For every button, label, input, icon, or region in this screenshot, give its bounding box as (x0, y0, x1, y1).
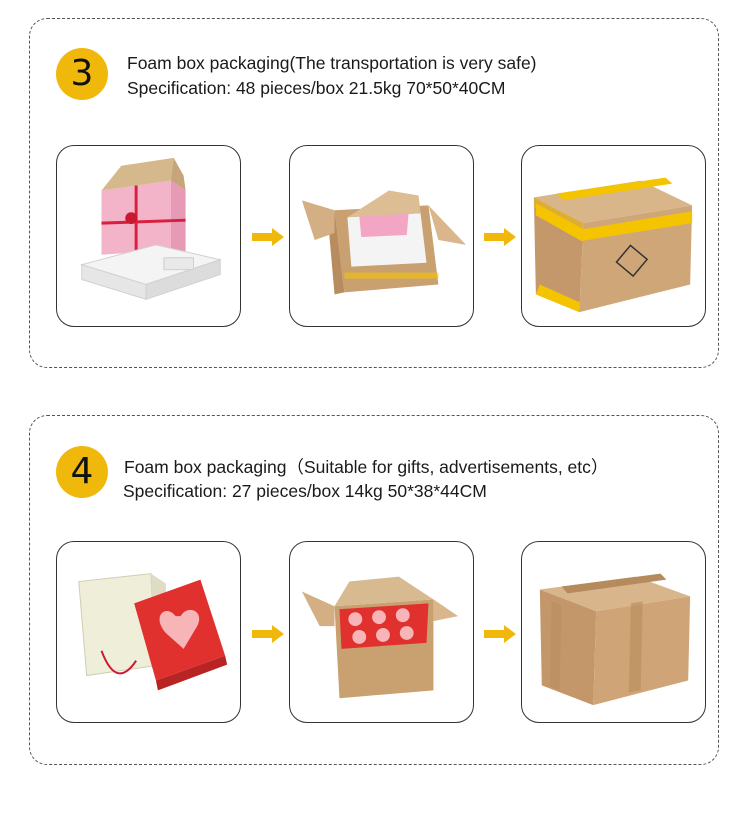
arrow-right-icon (252, 228, 284, 246)
open-carton-foam-illustration (301, 190, 467, 295)
heart-gift-box-illustration (78, 573, 228, 691)
step-number-badge: 4 (56, 446, 108, 498)
section-spec: Specification: 48 pieces/box 21.5kg 70*5… (127, 78, 506, 98)
sealed-carton-yellow-illustration (533, 177, 693, 313)
arrow-right-icon (252, 625, 284, 643)
step-number-badge: 3 (56, 48, 108, 100)
section-spec: Specification: 27 pieces/box 14kg 50*38*… (123, 481, 487, 501)
open-carton-hearts-illustration (301, 576, 459, 699)
image-heart-gift-box (56, 541, 241, 723)
image-open-carton-hearts (289, 541, 474, 723)
section-title: Foam box packaging（Suitable for gifts, a… (124, 457, 609, 477)
packaging-section-4 (29, 415, 719, 765)
image-sealed-carton-brown (521, 541, 706, 723)
image-open-carton-foam (289, 145, 474, 327)
arrow-right-icon (484, 625, 516, 643)
image-gift-box-foam (56, 145, 241, 327)
image-sealed-carton-yellow (521, 145, 706, 327)
arrow-right-icon (484, 228, 516, 246)
sealed-carton-brown-illustration (539, 573, 691, 706)
packaging-section-3 (29, 18, 719, 368)
section-title: Foam box packaging(The transportation is… (127, 53, 537, 73)
gift-box-foam-illustration (79, 157, 223, 300)
